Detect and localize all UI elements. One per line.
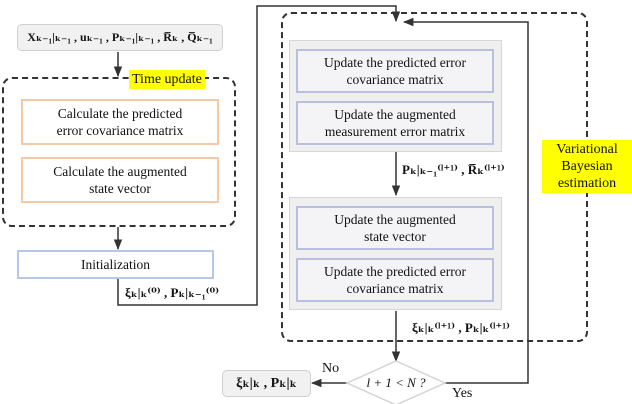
arrow-init-to-vb (117, 5, 401, 306)
update-predicted-error-cov-box-1: Update the predicted error covariance ma… (296, 49, 494, 93)
update-predicted-error-cov-box-2: Update the predicted error covariance ma… (296, 258, 494, 302)
time-update-group (2, 77, 236, 227)
calc-augmented-state-box: Calculate the augmented state vector (21, 157, 219, 203)
input-variables-box: Xₖ₋₁|ₖ₋₁ , uₖ₋₁ , Pₖ₋₁|ₖ₋₁ , R̅ₖ , Q̅ₖ₋₁ (17, 24, 223, 51)
update-augmented-state-label: Update the augmented state vector (334, 212, 456, 244)
calc-predicted-error-cov-label: Calculate the predicted error covariance… (56, 106, 184, 138)
calc-predicted-error-cov-box: Calculate the predicted error covariance… (21, 99, 219, 145)
time-update-tag: Time update (129, 70, 205, 89)
initialization-box: Initialization (17, 250, 214, 279)
update-augmented-measurement-error-label: Update the augmented measurement error m… (324, 107, 466, 139)
decision-yes-label: Yes (452, 386, 473, 401)
final-output-box: ξₖ|ₖ , Pₖ|ₖ (222, 370, 311, 397)
update-predicted-error-cov-label-2: Update the predicted error covariance ma… (323, 264, 467, 296)
calc-augmented-state-label: Calculate the augmented state vector (53, 164, 187, 196)
initialization-output-label: ξₖ|ₖ⁽⁰⁾ , Pₖ|ₖ₋₁⁽⁰⁾ (125, 285, 220, 300)
vb-output-label: ξₖ|ₖ⁽ˡ⁺¹⁾ , Pₖ|ₖ⁽ˡ⁺¹⁾ (412, 320, 511, 335)
initialization-label: Initialization (81, 257, 150, 272)
vb-estimation-tag: Variational Bayesian estimation (542, 140, 632, 193)
final-output-label: ξₖ|ₖ , Pₖ|ₖ (236, 376, 297, 391)
decision-condition: l + 1 < N ? (366, 375, 426, 390)
update-augmented-state-box: Update the augmented state vector (296, 206, 494, 250)
vb-intermediate-label: Pₖ|ₖ₋₁⁽ˡ⁺¹⁾ , R̅ₖ⁽ˡ⁺¹⁾ (402, 162, 505, 177)
decision-no-label: No (322, 361, 340, 376)
update-augmented-measurement-error-box: Update the augmented measurement error m… (296, 101, 494, 145)
input-variables-text: Xₖ₋₁|ₖ₋₁ , uₖ₋₁ , Pₖ₋₁|ₖ₋₁ , R̅ₖ , Q̅ₖ₋₁ (27, 30, 213, 44)
arrow-decision-yes-loop (402, 17, 529, 384)
update-predicted-error-cov-label-1: Update the predicted error covariance ma… (323, 55, 467, 87)
decision-diamond (345, 360, 447, 404)
